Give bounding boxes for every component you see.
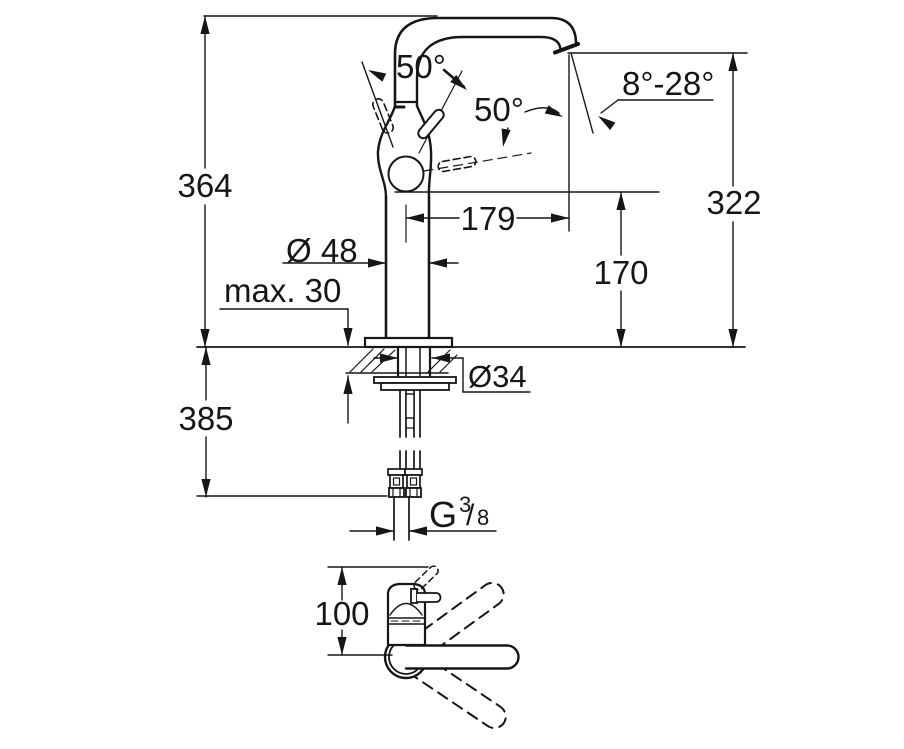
dimension-arrowhead bbox=[380, 353, 398, 363]
lever-dashed-down bbox=[437, 155, 477, 173]
mounting-nut bbox=[380, 382, 450, 391]
dimension-arrowhead bbox=[376, 526, 394, 536]
topview-lever bbox=[416, 592, 442, 603]
dimension-arrowhead bbox=[406, 213, 424, 223]
dim-label-g-slash: / bbox=[466, 499, 475, 532]
dimension-arrowhead bbox=[337, 567, 347, 585]
dimension-arrowhead bbox=[201, 479, 211, 497]
hose-connector bbox=[406, 474, 421, 489]
dimension-arrowhead bbox=[598, 116, 616, 131]
dimension-arrowhead bbox=[368, 258, 386, 268]
dimension-arrowhead bbox=[337, 637, 347, 655]
lever-solid bbox=[417, 108, 445, 140]
body-left bbox=[376, 104, 397, 199]
spout-outer bbox=[393, 16, 578, 108]
leader-tilt bbox=[600, 99, 619, 114]
dimension-arrowhead bbox=[368, 70, 387, 82]
dimension-arrowhead bbox=[201, 347, 211, 365]
hatch bbox=[427, 349, 451, 373]
hose-nut bbox=[388, 487, 405, 498]
dimension-arrowhead bbox=[501, 128, 511, 147]
hose-connector bbox=[392, 477, 401, 486]
dimension-arrowhead bbox=[616, 192, 626, 210]
dimension-arrowhead bbox=[728, 329, 738, 347]
hatch bbox=[360, 348, 385, 373]
ball-joint bbox=[387, 155, 425, 193]
topview-dome-arc bbox=[389, 602, 423, 616]
angle-label-tilt: 8°-28° bbox=[622, 65, 714, 102]
lever-dashed-centerline bbox=[423, 152, 532, 172]
tilt-reference-line bbox=[570, 52, 594, 134]
dimension-arrowhead bbox=[450, 74, 467, 90]
dimension-arrowhead bbox=[432, 353, 450, 363]
dimension-arrowhead bbox=[544, 105, 563, 117]
topview-lever-dashed bbox=[413, 565, 439, 591]
dimension-arrowhead bbox=[343, 376, 353, 394]
dim-label-g-sub: 8 bbox=[477, 505, 489, 530]
hose-connector bbox=[404, 468, 423, 476]
dim-label-179: 179 bbox=[460, 200, 515, 237]
hose-connector bbox=[387, 468, 406, 476]
dim-label-100: 100 bbox=[314, 595, 369, 632]
dim-label-g: G bbox=[429, 494, 457, 535]
hatch bbox=[349, 348, 374, 373]
dim-label-max30: max. 30 bbox=[224, 272, 341, 309]
dimension-arrowhead bbox=[728, 53, 738, 71]
dim-label-g-sup: 3 bbox=[459, 492, 471, 517]
lever-dashed-up bbox=[372, 98, 394, 134]
body-right bbox=[415, 104, 433, 199]
dimension-arrowhead bbox=[200, 16, 210, 34]
dim-label-170: 170 bbox=[593, 254, 648, 291]
dimension-arrowhead bbox=[551, 213, 569, 223]
dim-label-364: 364 bbox=[177, 167, 232, 204]
hose-nut bbox=[405, 487, 422, 498]
leader-50-2 bbox=[524, 107, 560, 114]
dim-label-322: 322 bbox=[706, 184, 761, 221]
angle-label-50-2: 50° bbox=[474, 91, 524, 128]
dimension-arrowhead bbox=[343, 328, 353, 346]
dimension-arrowhead bbox=[409, 526, 427, 536]
spout-outlet-face bbox=[553, 42, 580, 55]
hose-connector bbox=[389, 474, 404, 489]
angle-label-50-1: 50° bbox=[396, 48, 446, 85]
dimension-arrowhead bbox=[616, 329, 626, 347]
dim-label-dia34: Ø34 bbox=[468, 359, 527, 394]
dimension-arrowhead bbox=[429, 258, 447, 268]
dimension-arrowhead bbox=[200, 329, 210, 347]
spout-inner bbox=[415, 35, 562, 108]
topview-spout-arm bbox=[404, 644, 520, 670]
base-plate bbox=[363, 336, 454, 349]
topview-lever-collar bbox=[410, 588, 418, 604]
dim-label-385: 385 bbox=[178, 400, 233, 437]
hose-connector bbox=[409, 477, 418, 486]
pipe-detail bbox=[405, 393, 415, 419]
